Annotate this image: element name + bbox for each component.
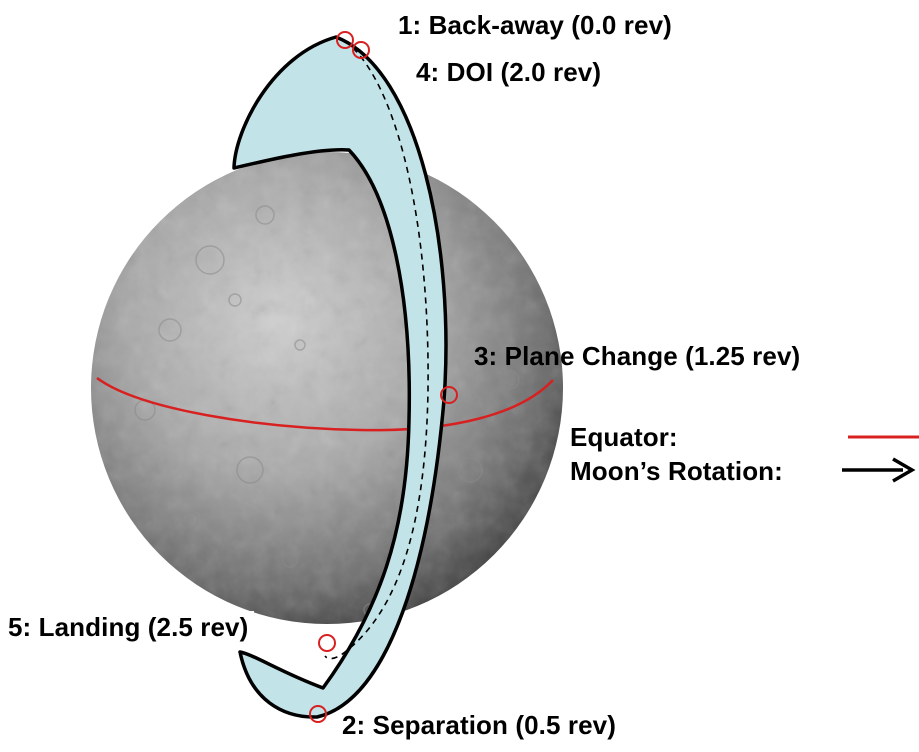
legend-equator-label: Equator: [570, 422, 678, 452]
event-label-separation: 2: Separation (0.5 rev) [342, 710, 616, 740]
equator-line [96, 376, 554, 432]
plane-change-marker [440, 386, 458, 404]
event-label-doi: 4: DOI (2.0 rev) [416, 57, 602, 87]
legend-rotation-label: Moon’s Rotation: [570, 456, 783, 486]
moon-sphere [91, 152, 563, 624]
event-label-landing: 5: Landing (2.5 rev) [2, 611, 255, 644]
separation-marker [309, 705, 327, 723]
backaway-marker [336, 31, 354, 49]
legend-rotation-arrow [842, 457, 916, 483]
landing-marker [318, 634, 336, 652]
descent-trajectory [324, 47, 429, 660]
event-label-plane-change: 3: Plane Change (1.25 rev) [474, 341, 801, 371]
event-label-backaway: 1: Back-away (0.0 rev) [398, 10, 672, 40]
doi-marker [352, 41, 370, 59]
